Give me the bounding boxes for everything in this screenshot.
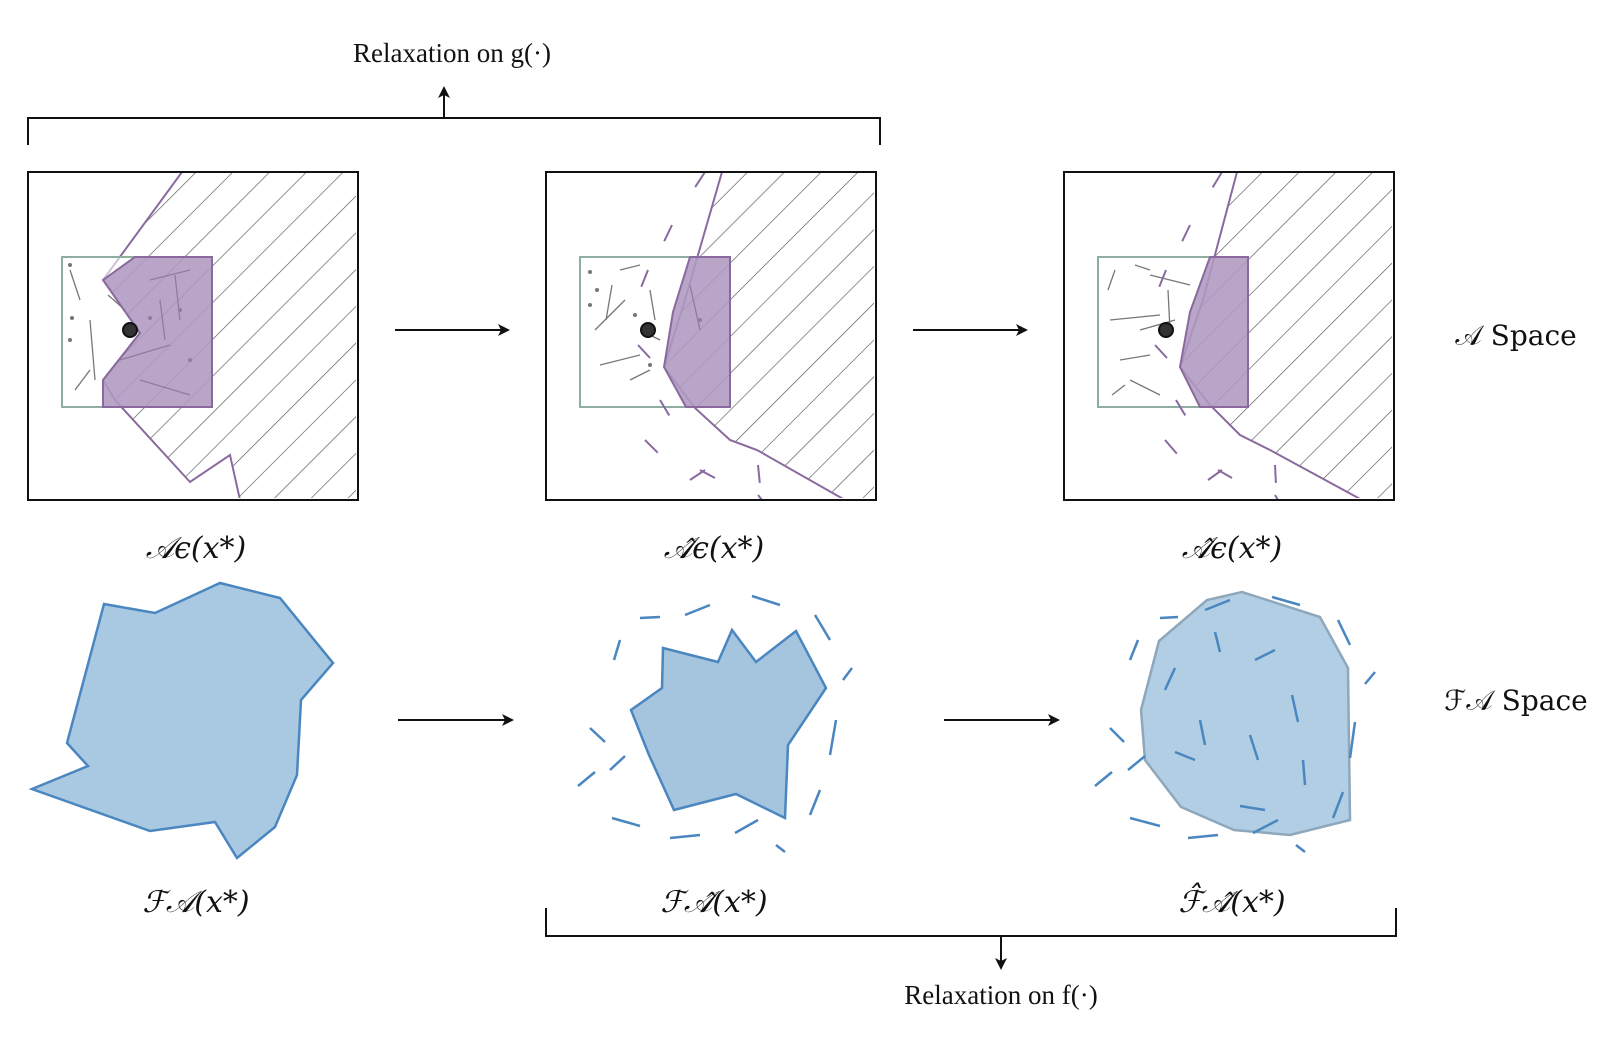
feature-region xyxy=(28,581,335,860)
adversarial-region xyxy=(662,256,731,408)
panel-a-hat-2 xyxy=(1063,171,1395,501)
panel-a-hat-1 xyxy=(545,171,877,501)
original-boundary-dashed xyxy=(1154,171,1279,501)
input-point xyxy=(122,322,138,338)
relaxed-feature-region xyxy=(1139,590,1352,837)
relaxed-boundary-dashed xyxy=(1094,595,1376,853)
caption-a2: 𝒜̂ϵ(x*) xyxy=(664,531,765,566)
adversarial-region xyxy=(101,256,213,408)
bottom-relaxation-label: Relaxation on f(·) xyxy=(904,980,1097,1010)
panel-a-epsilon xyxy=(27,171,359,501)
input-point xyxy=(640,322,656,338)
caption-f2: ℱ𝒜̂(x*) xyxy=(660,885,767,920)
row-label-f-space: ℱ𝒜 Space xyxy=(1444,684,1587,717)
input-space-frame xyxy=(1063,171,1395,501)
caption-a3: 𝒜̂ϵ(x*) xyxy=(1182,531,1283,566)
relaxed-boundary-dashed xyxy=(577,594,853,853)
bottom-relaxation-bracket xyxy=(545,908,1397,970)
panel-f-feature-hat xyxy=(577,594,853,853)
input-space-frame xyxy=(27,171,359,501)
feature-region xyxy=(629,627,828,820)
top-relaxation-bracket xyxy=(27,86,881,145)
original-boundary-dashed xyxy=(637,171,763,501)
input-point xyxy=(1158,322,1174,338)
adversarial-region xyxy=(1178,256,1249,408)
panel-f-feature-hat-relaxed xyxy=(1094,590,1376,853)
caption-f1: ℱ𝒜(x*) xyxy=(142,885,249,920)
row-label-a-space: 𝒜 Space xyxy=(1455,319,1576,352)
input-space-frame xyxy=(545,171,877,501)
panel-f-feature-set xyxy=(28,581,335,860)
caption-a1: 𝒜ϵ(x*) xyxy=(146,531,247,566)
caption-f3: ℱ̂𝒜̂(x*) xyxy=(1178,883,1285,920)
top-relaxation-label: Relaxation on g(·) xyxy=(353,38,551,68)
